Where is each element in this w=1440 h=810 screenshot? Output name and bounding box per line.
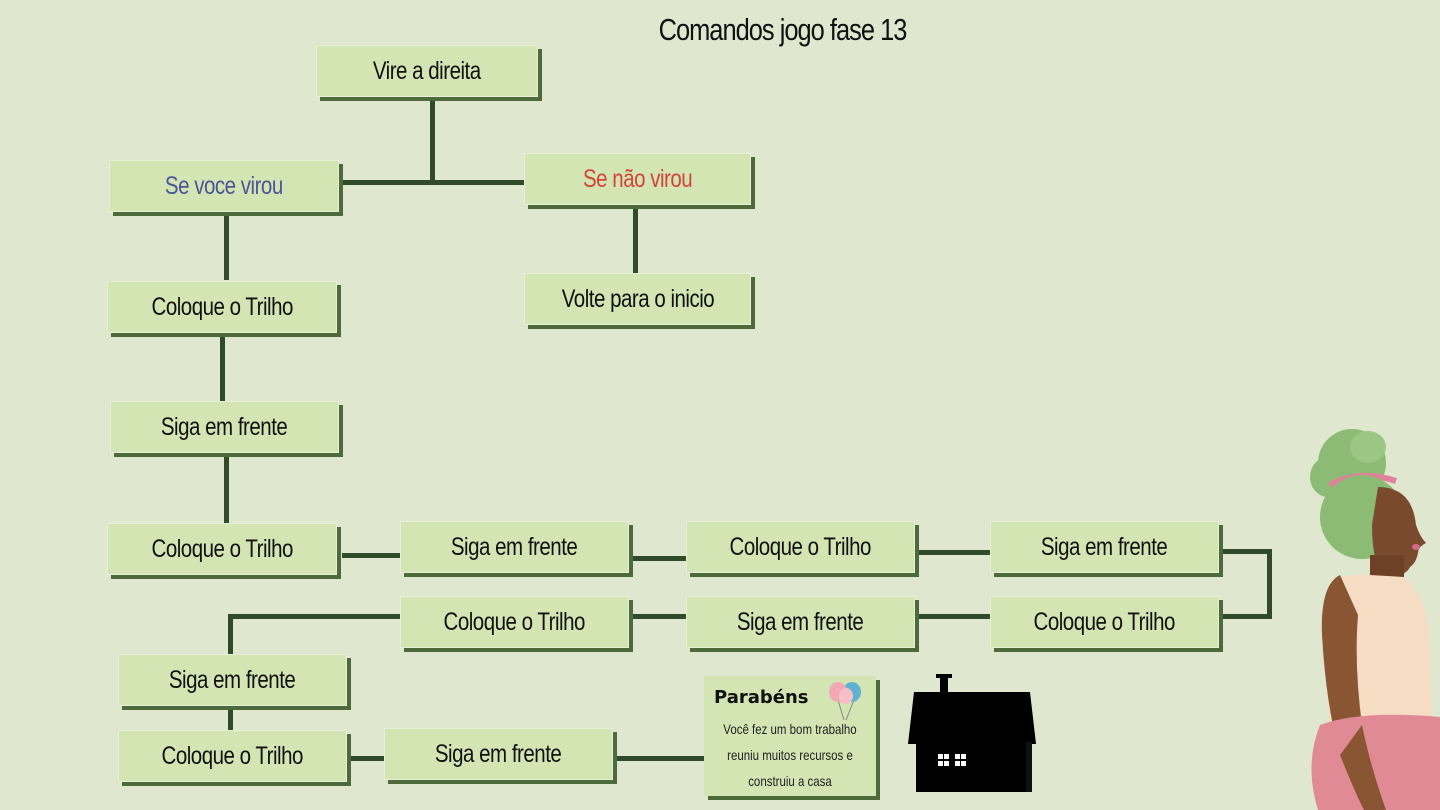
connector [918, 614, 990, 619]
node-siga-em-frente: Siga em frente [384, 728, 613, 780]
card-text-line: reuniu muitos recursos e [727, 747, 853, 763]
connector [228, 614, 233, 656]
diagram-title: Comandos jogo fase 13 [658, 12, 908, 47]
connector [350, 756, 386, 761]
node-coloque-o-trilho: Coloque o Trilho [118, 730, 347, 782]
node-siga-em-frente: Siga em frente [400, 521, 629, 573]
node-coloque-o-trilho: Coloque o Trilho [400, 596, 629, 648]
congratulations-card: Parabéns Você fez um bom trabalho reuniu… [704, 676, 876, 796]
connector [224, 214, 229, 280]
node-label: Coloque o Trilho [151, 534, 293, 563]
node-coloque-o-trilho: Coloque o Trilho [107, 523, 337, 575]
node-label: Coloque o Trilho [443, 607, 586, 636]
node-siga-em-frente: Siga em frente [118, 654, 347, 706]
connector [918, 550, 990, 555]
node-label: Coloque o Trilho [729, 532, 872, 561]
node-label: Siga em frente [737, 607, 864, 636]
connector [1222, 549, 1272, 554]
node-label: Se não virou [582, 164, 693, 193]
connector [1267, 549, 1272, 619]
node-label: Siga em frente [451, 532, 578, 561]
connector [633, 208, 638, 274]
woman-illustration [1310, 429, 1440, 810]
node-siga-em-frente: Siga em frente [110, 401, 339, 453]
node-label: Coloque o Trilho [161, 741, 304, 770]
node-label: Volte para o inicio [561, 284, 714, 313]
node-volte-para-o-inicio: Volte para o inicio [524, 273, 751, 325]
connector [614, 756, 706, 761]
card-title: Parabéns [714, 687, 809, 708]
connector [220, 334, 225, 402]
connector [224, 456, 229, 524]
node-coloque-o-trilho: Coloque o Trilho [686, 521, 915, 573]
connector [632, 614, 688, 619]
house-icon [908, 674, 1036, 792]
node-vire-a-direita: Vire a direita [316, 45, 538, 97]
node-label: Siga em frente [169, 665, 296, 694]
node-se-nao-virou: Se não virou [524, 153, 751, 205]
node-se-voce-virou: Se voce virou [109, 160, 339, 212]
connector [228, 614, 402, 619]
node-label: Coloque o Trilho [1033, 607, 1176, 636]
connector [430, 101, 435, 183]
node-siga-em-frente: Siga em frente [990, 521, 1219, 573]
card-text-line: construiu a casa [748, 773, 832, 789]
connector [1222, 614, 1272, 619]
node-label: Siga em frente [161, 412, 288, 441]
connector [340, 180, 525, 185]
card-text-line: Você fez um bom trabalho [723, 721, 857, 737]
node-label: Se voce virou [165, 171, 283, 200]
node-label: Siga em frente [435, 739, 562, 768]
balloons-icon [829, 682, 861, 721]
node-coloque-o-trilho: Coloque o Trilho [107, 281, 337, 333]
node-label: Coloque o Trilho [151, 292, 293, 321]
node-label: Vire a direita [373, 56, 481, 85]
node-label: Siga em frente [1041, 532, 1168, 561]
node-siga-em-frente: Siga em frente [686, 596, 915, 648]
connector [632, 556, 688, 561]
connector [342, 553, 402, 558]
node-coloque-o-trilho: Coloque o Trilho [990, 596, 1219, 648]
connector [228, 708, 233, 732]
